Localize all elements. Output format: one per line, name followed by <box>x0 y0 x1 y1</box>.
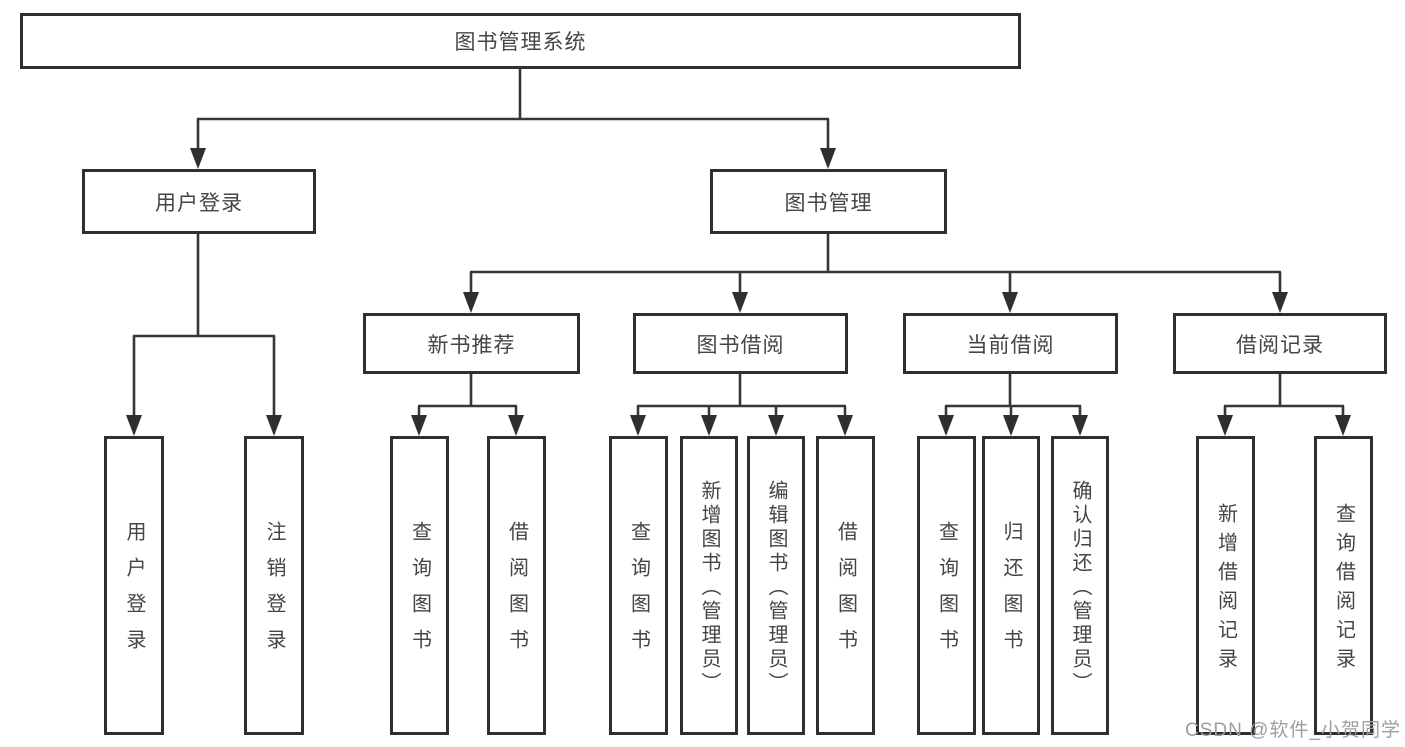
node-user-login-group: 用户登录 <box>82 169 316 234</box>
node-leaf-query-book-3: 查询图书 <box>917 436 976 735</box>
node-book-borrow: 图书借阅 <box>633 313 848 374</box>
node-leaf-add-borrow-record: 新增借阅记录 <box>1196 436 1255 735</box>
node-leaf-edit-book-admin: 编辑图书（管理员） <box>747 436 805 735</box>
node-leaf-query-borrow-record: 查询借阅记录 <box>1314 436 1373 735</box>
node-leaf-query-book-2: 查询图书 <box>609 436 668 735</box>
node-leaf-borrow-book-2: 借阅图书 <box>816 436 875 735</box>
node-current-borrow: 当前借阅 <box>903 313 1118 374</box>
node-leaf-logout: 注销登录 <box>244 436 304 735</box>
node-new-book-recommend: 新书推荐 <box>363 313 580 374</box>
node-leaf-user-login: 用户登录 <box>104 436 164 735</box>
node-leaf-borrow-book-1: 借阅图书 <box>487 436 546 735</box>
node-book-management: 图书管理 <box>710 169 947 234</box>
node-borrow-record: 借阅记录 <box>1173 313 1387 374</box>
node-leaf-add-book-admin: 新增图书（管理员） <box>680 436 738 735</box>
node-library-system: 图书管理系统 <box>20 13 1021 69</box>
node-leaf-query-book-1: 查询图书 <box>390 436 449 735</box>
csdn-watermark: CSDN @软件_小贺同学 <box>1185 720 1401 741</box>
node-leaf-return-book: 归还图书 <box>982 436 1040 735</box>
node-leaf-confirm-return-admin: 确认归还（管理员） <box>1051 436 1109 735</box>
